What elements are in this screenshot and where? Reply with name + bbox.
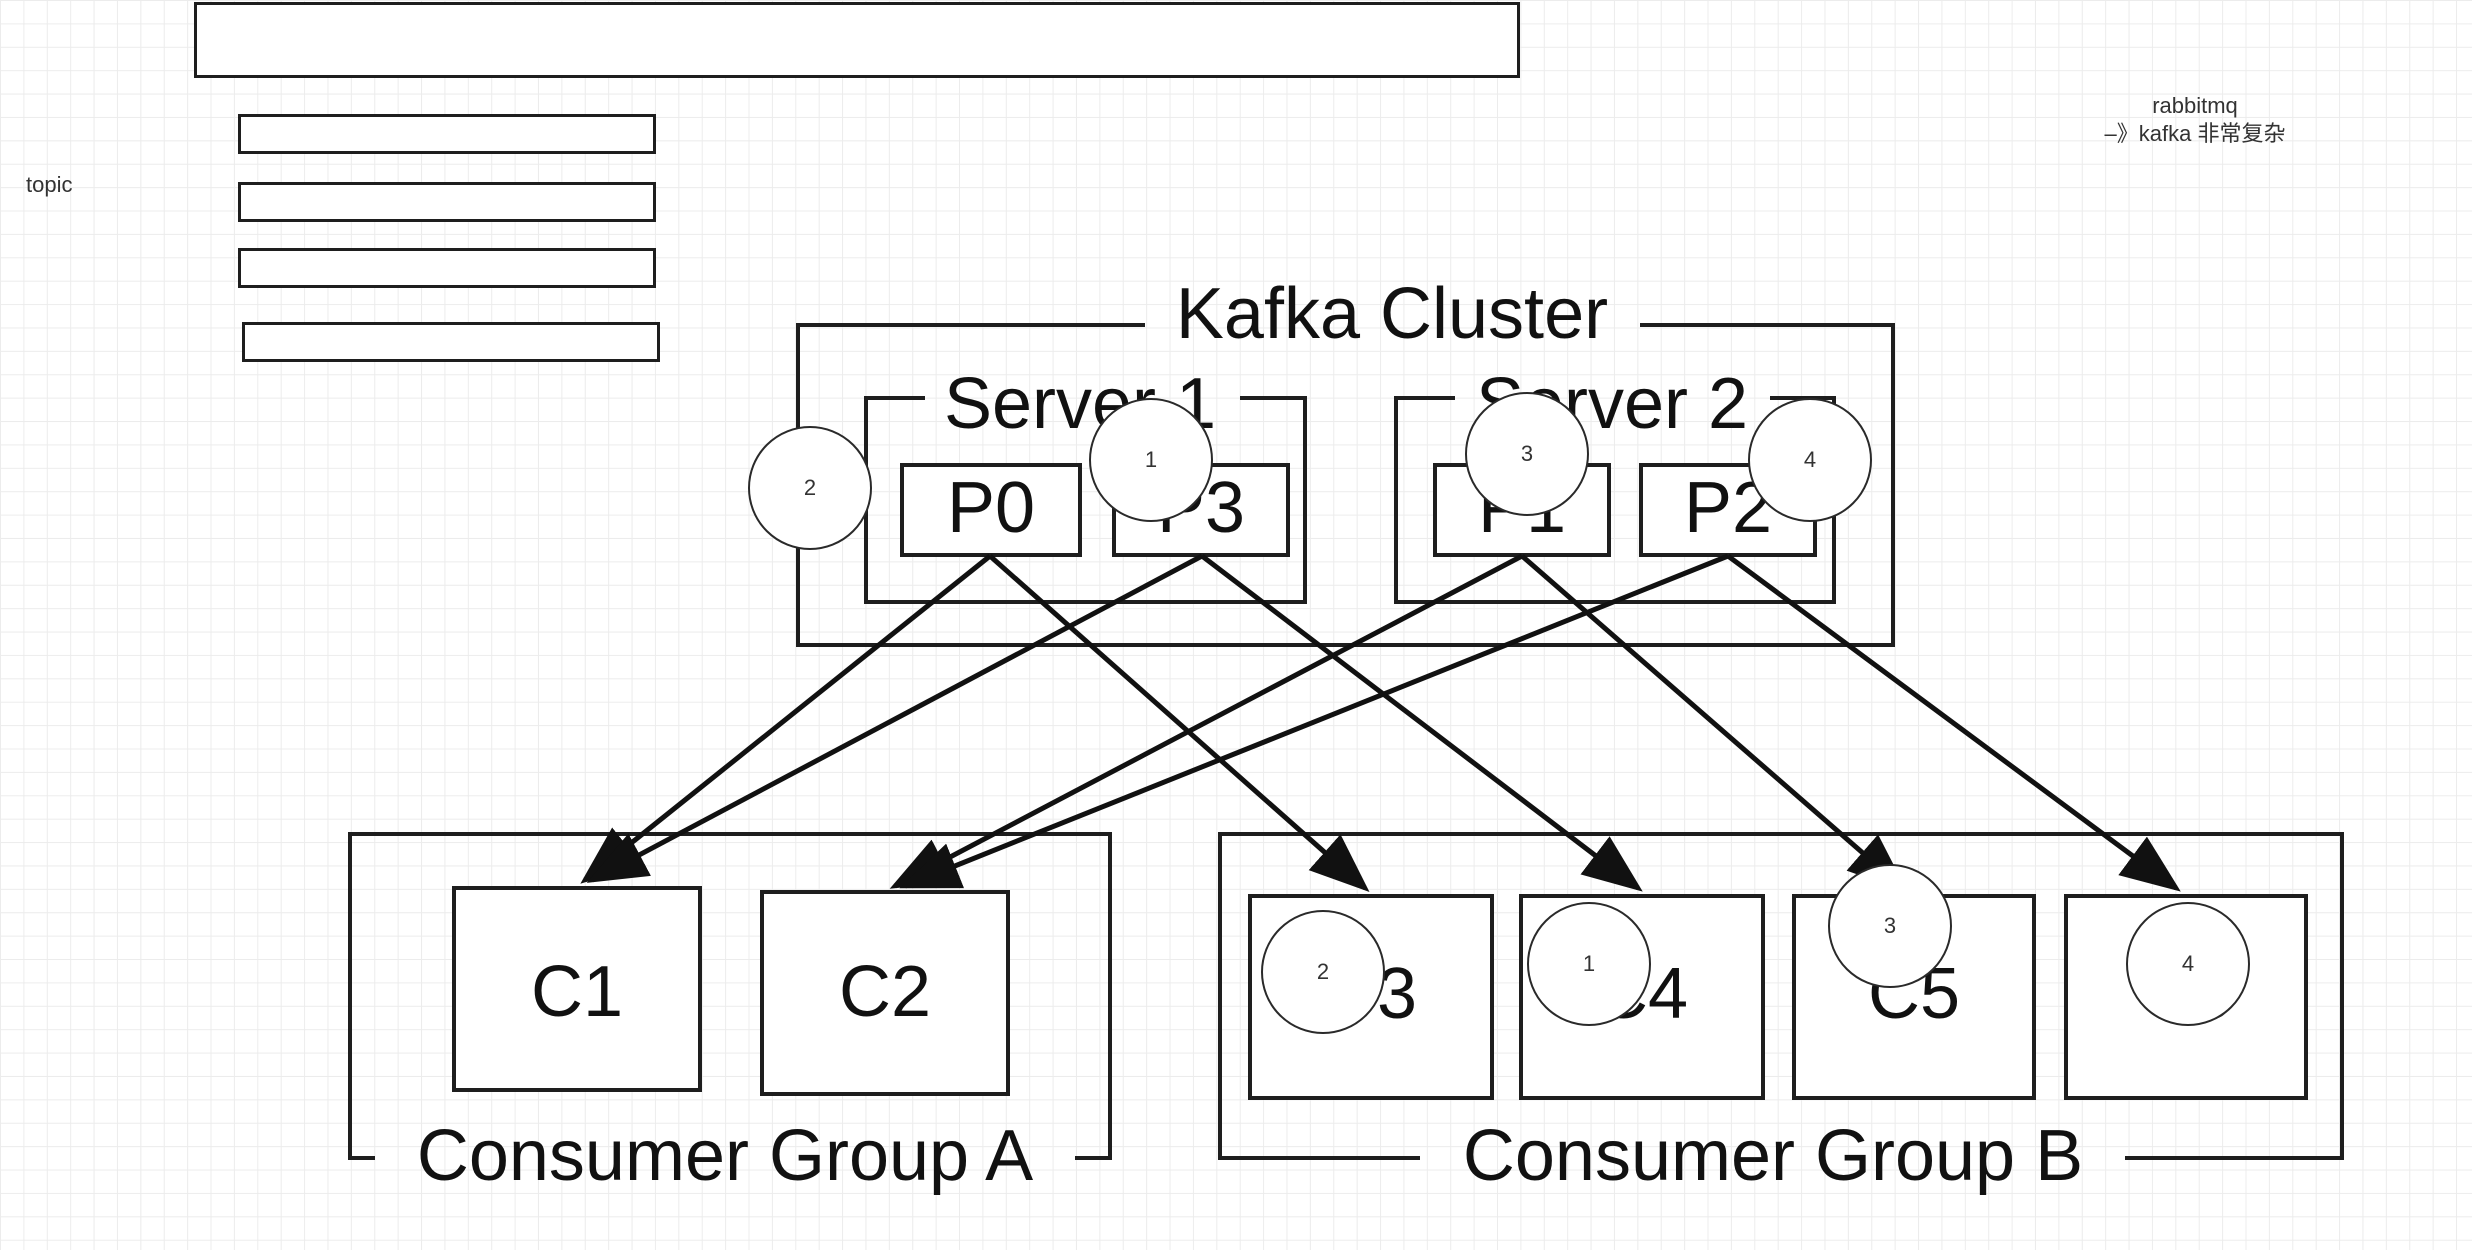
consumer-c2 — [760, 890, 1010, 1096]
circle-annotation-c3[interactable]: 2 — [1261, 910, 1385, 1034]
arrow-p2-c6 — [1726, 553, 2181, 892]
note-line-1: rabbitmq — [2152, 93, 2238, 118]
partition-p0-label: P0 — [947, 468, 1035, 548]
arrow-p1-c5 — [1520, 554, 1908, 892]
consumer-c1-label: C1 — [531, 952, 623, 1032]
partition-consumer-arrows — [580, 553, 2181, 892]
consumer-c2-label: C2 — [839, 952, 931, 1032]
server-1: Server 1 P0 P3 — [864, 364, 1307, 604]
arrow-p0-c1 — [580, 554, 992, 884]
topic-partition-box-2 — [238, 182, 656, 222]
circle-annotation-c5[interactable]: 3 — [1828, 864, 1952, 988]
topic-label: topic — [26, 172, 73, 197]
consumer-c1 — [452, 886, 702, 1092]
note-line-2: –》kafka 非常复杂 — [2104, 121, 2286, 146]
topic-partition-box-4 — [242, 322, 660, 362]
circle-annotation-p3[interactable]: 1 — [1089, 398, 1213, 522]
arrow-p3-c4 — [1200, 554, 1643, 892]
top-banner-box — [194, 2, 1520, 78]
rabbitmq-kafka-note: rabbitmq –》kafka 非常复杂 — [2080, 92, 2310, 148]
circle-annotation-p0[interactable]: 2 — [748, 426, 872, 550]
circle-annotation-p2[interactable]: 4 — [1748, 398, 1872, 522]
consumer-group-a-title: Consumer Group A — [417, 1116, 1033, 1196]
topic-partition-box-1 — [238, 114, 656, 154]
arrow-p0-c3 — [988, 554, 1370, 892]
consumer-group-a: Consumer Group A C1 C2 — [348, 832, 1112, 1196]
consumer-group-b-title: Consumer Group B — [1463, 1116, 2083, 1196]
arrow-p1-c2 — [889, 553, 1524, 889]
kafka-cluster-title: Kafka Cluster — [1176, 274, 1608, 354]
kafka-cluster: Kafka Cluster — [796, 274, 1895, 647]
topic-partition-box-3 — [238, 248, 656, 288]
arrow-p3-c1 — [586, 553, 1204, 883]
circle-annotation-p1[interactable]: 3 — [1465, 392, 1589, 516]
circle-annotation-c4[interactable]: 1 — [1527, 902, 1651, 1026]
arrow-p2-c2 — [899, 553, 1729, 889]
circle-annotation-c6[interactable]: 4 — [2126, 902, 2250, 1026]
